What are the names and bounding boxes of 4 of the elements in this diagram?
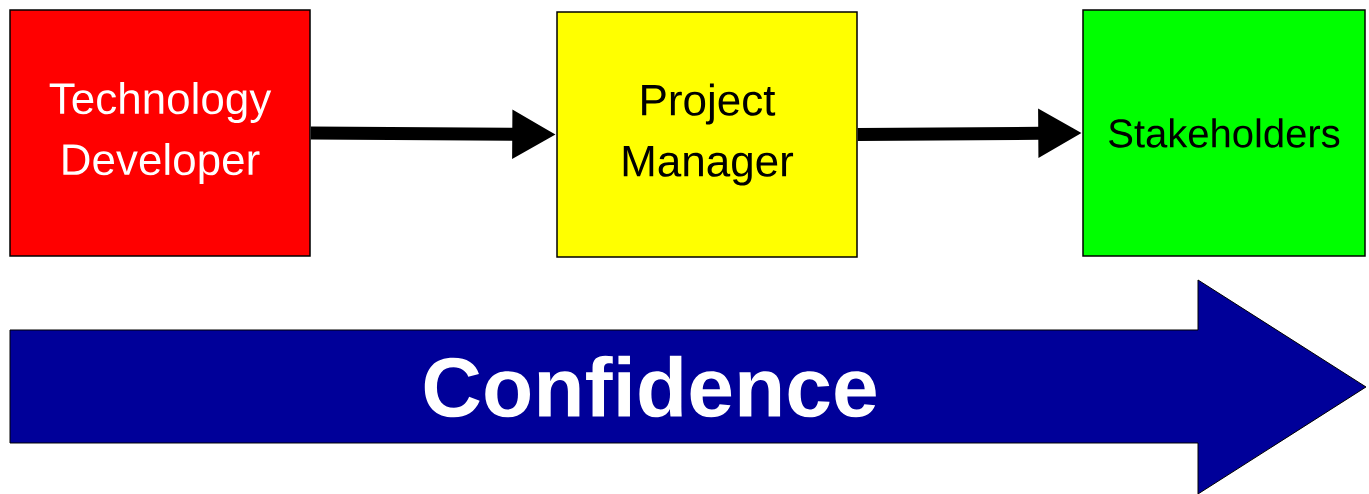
- process-box: Stakeholders: [1082, 9, 1366, 257]
- process-box: Technology Developer: [9, 9, 311, 257]
- process-box: Project Manager: [556, 11, 858, 258]
- arrow-band: Confidence: [9, 279, 1367, 494]
